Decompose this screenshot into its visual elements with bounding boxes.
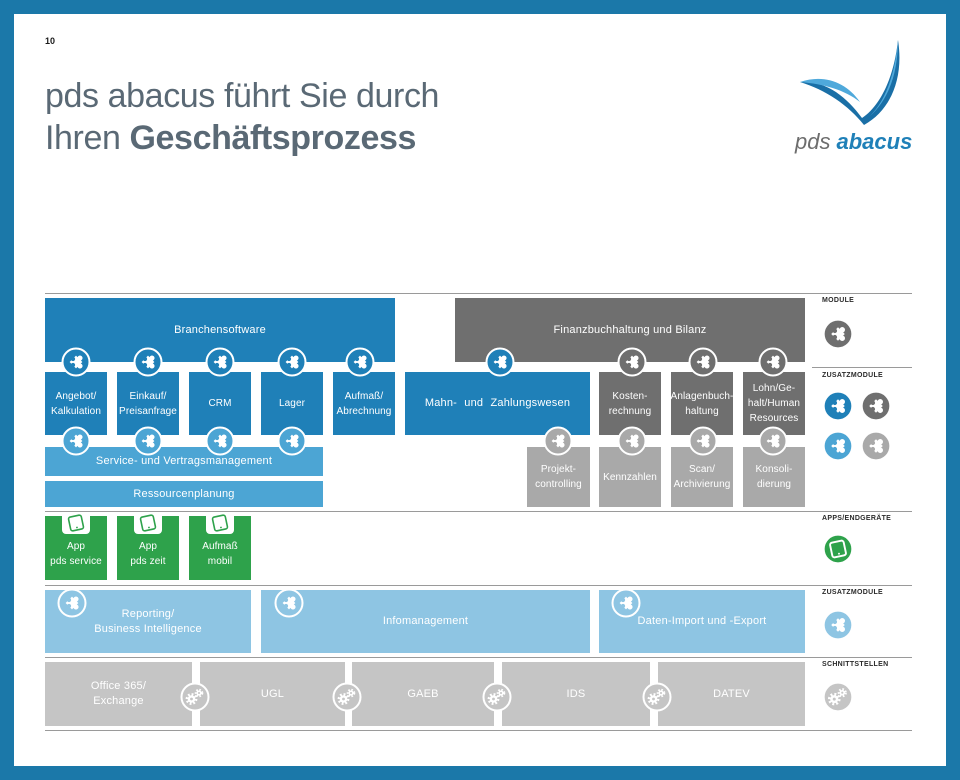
schnittstelle-office: Office 365/ Exchange xyxy=(45,662,192,726)
gears-icon xyxy=(180,682,210,712)
schnittstelle-ids: IDS xyxy=(502,662,650,726)
tablet-icon xyxy=(134,512,162,534)
puzzle-icon xyxy=(277,347,307,377)
zusatz-aufmass: Aufmaß/ Abrechnung xyxy=(333,372,395,435)
puzzle-icon xyxy=(617,347,647,377)
title-bold-word: Geschäftsprozess xyxy=(129,119,417,157)
legend-apps: APPS/ENDGERÄTE xyxy=(822,515,892,522)
puzzle-icon xyxy=(61,347,91,377)
divider xyxy=(45,585,912,586)
legend-module: MODULE xyxy=(822,297,855,304)
puzzle-icon xyxy=(758,347,788,377)
tablet-icon xyxy=(206,512,234,534)
zusatz-infomanagement: Infomanagement xyxy=(261,590,590,653)
swoosh-logo-icon xyxy=(800,40,900,125)
puzzle-icon xyxy=(688,347,718,377)
zusatz-anlagenbuchhaltung: Anlagenbuch- haltung xyxy=(671,372,733,435)
puzzle-icon xyxy=(485,347,515,377)
zusatz-service: Service- und Vertragsmanagement xyxy=(45,447,323,476)
zusatz-angebot: Angebot/ Kalkulation xyxy=(45,372,107,435)
legend-zusatzmodule-2: ZUSATZMODULE xyxy=(822,589,884,596)
legend-module-puzzle-icon xyxy=(822,318,854,350)
puzzle-icon xyxy=(57,588,87,618)
puzzle-icon xyxy=(274,588,304,618)
tablet-icon xyxy=(62,512,90,534)
schnittstelle-gaeb: GAEB xyxy=(352,662,494,726)
gears-icon xyxy=(332,682,362,712)
divider xyxy=(45,730,912,731)
swoosh-dark xyxy=(800,40,900,125)
puzzle-icon xyxy=(277,426,307,456)
zusatz-kennzahlen: Kennzahlen xyxy=(599,447,661,507)
zusatz-lohn: Lohn/Ge- halt/Human Resources xyxy=(743,372,805,435)
legend-zusatz-puzzle-icon xyxy=(822,390,854,422)
gears-icon xyxy=(482,682,512,712)
legend-zusatz-puzzle-icon xyxy=(822,430,854,462)
page-number: 10 xyxy=(45,36,56,46)
puzzle-icon xyxy=(61,426,91,456)
legend-schnittstellen: SCHNITTSTELLEN xyxy=(822,661,889,668)
divider xyxy=(45,293,912,294)
puzzle-icon xyxy=(133,426,163,456)
puzzle-icon xyxy=(543,426,573,456)
zusatz-lager: Lager xyxy=(261,372,323,435)
swoosh-light-left xyxy=(800,78,860,102)
puzzle-icon xyxy=(617,426,647,456)
legend-zusatz2-puzzle-icon xyxy=(822,609,854,641)
legend-apps-tablet-icon xyxy=(822,533,854,565)
puzzle-icon xyxy=(758,426,788,456)
puzzle-icon xyxy=(345,347,375,377)
zusatz-projektcontrolling: Projekt- controlling xyxy=(527,447,590,507)
divider xyxy=(45,511,912,512)
app-aufmass-mobil: Aufmaß mobil xyxy=(189,516,251,580)
title-line-1: pds abacus führt Sie durch xyxy=(45,77,440,115)
schnittstelle-ugl: UGL xyxy=(200,662,345,726)
legend-zusatz-puzzle-icon xyxy=(860,390,892,422)
zusatz-ressourcenplanung: Ressourcenplanung xyxy=(45,481,323,507)
puzzle-icon xyxy=(611,588,641,618)
logo-abacus: abacus xyxy=(836,129,913,154)
zusatz-einkauf: Einkauf/ Preisanfrage xyxy=(117,372,179,435)
schnittstelle-datev: DATEV xyxy=(658,662,805,726)
puzzle-icon xyxy=(205,426,235,456)
divider xyxy=(45,657,912,658)
zusatz-kostenrechnung: Kosten- rechnung xyxy=(599,372,661,435)
legend-zusatzmodule-1: ZUSATZMODULE xyxy=(822,372,884,379)
puzzle-icon xyxy=(205,347,235,377)
swoosh-light-right xyxy=(870,40,898,116)
zusatz-scan: Scan/ Archivierung xyxy=(671,447,733,507)
zusatz-konsolidierung: Konsoli- dierung xyxy=(743,447,805,507)
title-light-word: Ihren xyxy=(45,119,121,157)
logo-pds: pds xyxy=(795,129,831,154)
legend-zusatz-puzzle-icon xyxy=(860,430,892,462)
divider xyxy=(812,367,912,368)
legend-schnittstellen-gears-icon xyxy=(822,681,854,713)
zusatz-crm: CRM xyxy=(189,372,251,435)
puzzle-icon xyxy=(133,347,163,377)
puzzle-icon xyxy=(688,426,718,456)
module-finanzbuchhaltung: Finanzbuchhaltung und Bilanz xyxy=(455,298,805,362)
gears-icon xyxy=(642,682,672,712)
zusatz-mahnwesen: Mahn- und Zahlungswesen xyxy=(405,372,590,435)
